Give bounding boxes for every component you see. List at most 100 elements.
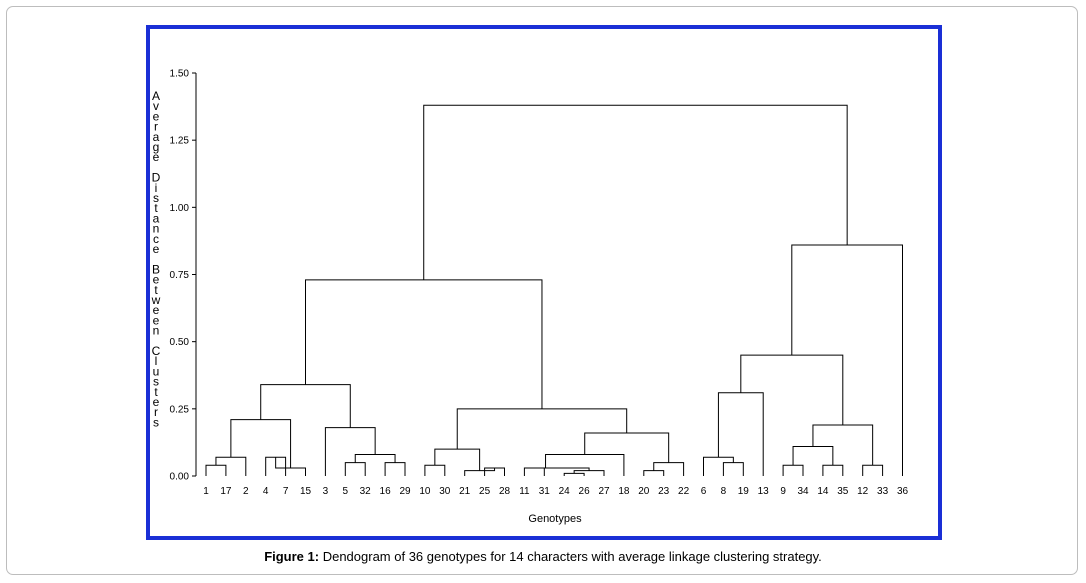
y-tick-label: 0.50: [170, 337, 190, 348]
leaf-label: 36: [897, 486, 909, 497]
leaf-label: 34: [797, 486, 809, 497]
y-label-char: r: [154, 405, 158, 419]
leaf-label: 10: [419, 486, 431, 497]
figure-caption: Figure 1: Dendogram of 36 genotypes for …: [0, 549, 1086, 564]
leaf-label: 1: [203, 486, 209, 497]
y-label-char: t: [154, 283, 158, 297]
y-label-char: n: [153, 222, 160, 236]
dendrogram-tree: [205, 104, 903, 476]
y-label-char: n: [153, 324, 160, 338]
y-label-char: t: [154, 201, 158, 215]
y-label-char: e: [153, 273, 160, 287]
dendrogram-link: [573, 470, 605, 476]
dendrogram-link: [653, 462, 685, 476]
dendrogram-link: [584, 432, 670, 463]
y-tick-label: 0.75: [170, 270, 190, 281]
x-axis-label: Genotypes: [528, 513, 582, 525]
leaf-label: 3: [323, 486, 329, 497]
leaf-label: 35: [837, 486, 849, 497]
y-label-char: e: [153, 303, 160, 317]
leaf-label: 8: [721, 486, 727, 497]
y-label-char: s: [153, 415, 159, 429]
leaf-label: 15: [300, 486, 312, 497]
leaf-label: 2: [243, 486, 249, 497]
y-label-char: g: [153, 140, 160, 154]
y-label-char: D: [152, 171, 161, 185]
y-label-char: r: [154, 120, 158, 134]
y-label-char: e: [153, 150, 160, 164]
y-label-char: w: [151, 293, 161, 307]
dendrogram-link: [230, 419, 292, 468]
dendrogram-link: [812, 424, 874, 466]
y-label-char: C: [152, 344, 161, 358]
dendrogram-link: [265, 456, 287, 476]
leaf-label: 4: [263, 486, 269, 497]
y-tick-label: 1.25: [170, 136, 190, 147]
y-label-char: a: [153, 130, 160, 144]
y-label-char: i: [155, 181, 158, 195]
y-label-char: c: [153, 232, 159, 246]
leaf-label: 33: [877, 486, 889, 497]
leaf-label: 27: [598, 486, 610, 497]
y-label-char: e: [153, 242, 160, 256]
leaf-label: 9: [780, 486, 786, 497]
leaf-label: 32: [360, 486, 372, 497]
dendrogram-link: [563, 472, 585, 476]
y-label-char: A: [152, 89, 160, 103]
dendrogram-link: [260, 384, 351, 428]
y-label-char: e: [153, 395, 160, 409]
dendrogram-link: [384, 462, 406, 476]
leaf-label: 22: [678, 486, 690, 497]
leaf-label: 7: [283, 486, 289, 497]
leaf-label: 14: [817, 486, 829, 497]
dendrogram-link: [354, 454, 396, 463]
y-label-char: u: [153, 364, 160, 378]
dendrogram-link: [543, 467, 590, 476]
caption-text: Dendogram of 36 genotypes for 14 charact…: [319, 549, 822, 564]
dendrogram-link: [782, 464, 804, 476]
y-label-char: l: [155, 354, 158, 368]
leaf-label: 28: [499, 486, 511, 497]
dendrogram-link: [424, 464, 446, 476]
y-label-char: B: [152, 262, 160, 276]
dendrogram-link: [434, 448, 481, 471]
dendrogram-link: [703, 456, 734, 476]
leaf-label: 30: [439, 486, 451, 497]
leaf-label: 11: [519, 486, 530, 497]
dendrogram-link: [456, 408, 628, 450]
dendrogram-link: [722, 462, 744, 476]
leaf-label: 16: [380, 486, 392, 497]
caption-prefix: Figure 1:: [264, 549, 320, 564]
dendrogram-link: [305, 279, 543, 409]
y-tick-label: 1.00: [170, 203, 190, 214]
leaf-label: 20: [638, 486, 650, 497]
leaf-label: 23: [658, 486, 670, 497]
leaf-label: 12: [857, 486, 869, 497]
dendrogram-link: [791, 244, 903, 476]
leaf-label: 13: [758, 486, 770, 497]
y-label-char: a: [153, 211, 160, 225]
leaf-label: 21: [459, 486, 471, 497]
y-tick-label: 1.50: [170, 69, 190, 80]
y-label-char: t: [154, 385, 158, 399]
dendrogram-link: [215, 456, 247, 476]
dendrogram-link: [717, 392, 764, 476]
dendrogram-link: [862, 464, 884, 476]
leaf-label: 24: [559, 486, 571, 497]
dendrogram-link: [523, 467, 567, 476]
leaf-label: 18: [618, 486, 630, 497]
figure-border: [146, 25, 942, 540]
dendrogram-link: [643, 470, 665, 476]
y-label-char: s: [153, 191, 159, 205]
dendrogram-link: [205, 464, 227, 476]
y-label-char: e: [153, 313, 160, 327]
dendrogram-link: [344, 462, 366, 476]
leaf-label: 29: [399, 486, 411, 497]
y-tick-label: 0.25: [170, 404, 190, 415]
dendrogram-link: [822, 464, 844, 476]
leaf-label: 17: [220, 486, 232, 497]
y-label-char: v: [153, 99, 159, 113]
